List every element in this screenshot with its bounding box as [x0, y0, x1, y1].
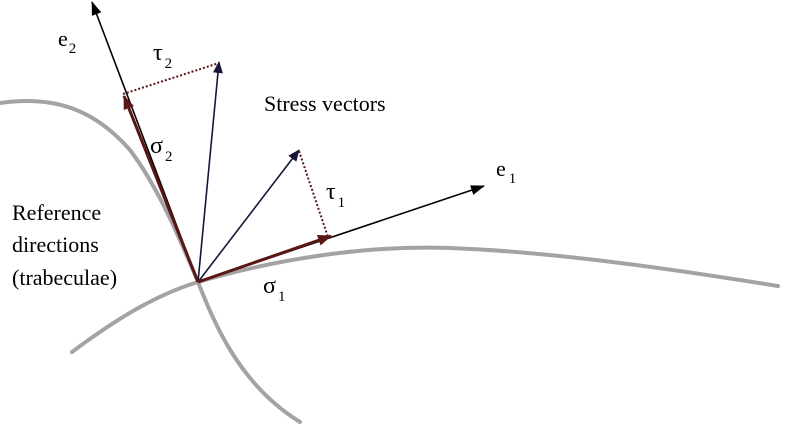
trabecula-curve-1 — [0, 98, 302, 424]
sigma1-arrow — [197, 234, 332, 284]
tau2-dotted-line — [122, 62, 220, 95]
reference-directions-label: Reference directions (trabeculae) — [12, 200, 117, 290]
sigma2-arrow — [122, 95, 200, 283]
e2-label: e2 — [58, 26, 76, 57]
stress-vectors-label: Stress vectors — [264, 91, 386, 116]
stress-vector-1-arrow — [197, 149, 300, 283]
tau1-dotted-line — [298, 150, 329, 238]
trabecula-curve-2 — [70, 245, 780, 354]
stress-vector-2-arrow — [197, 61, 223, 283]
